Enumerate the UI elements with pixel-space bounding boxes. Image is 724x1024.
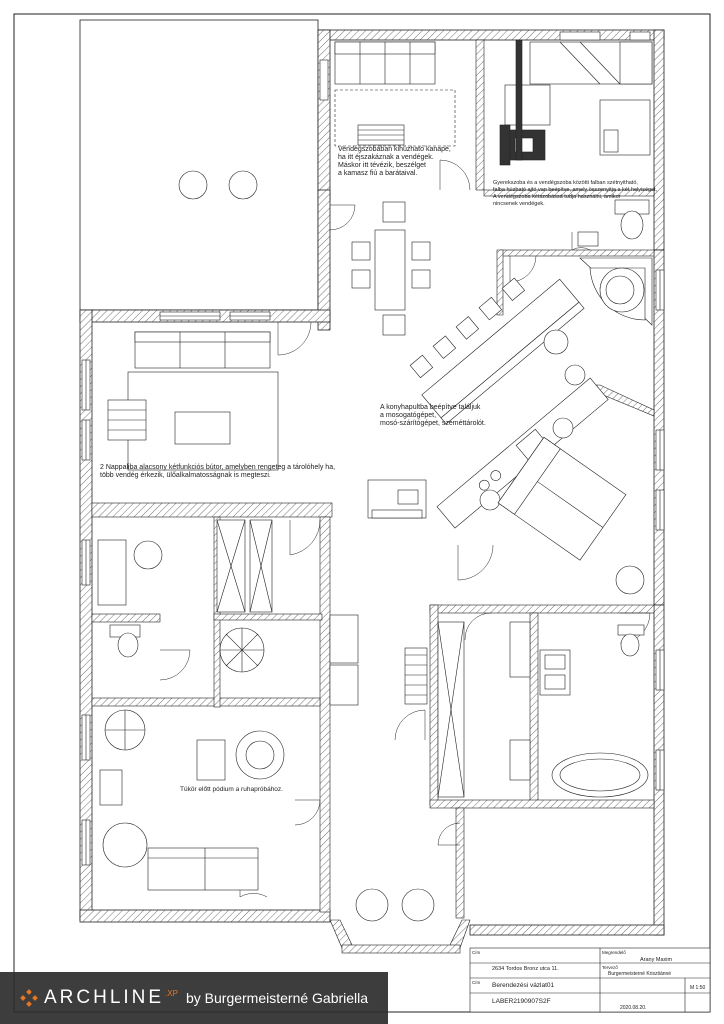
note-living: 2 Nappaliba alacsony kétfunkciós bútor, … (100, 464, 336, 479)
client-name: Arany Maxim (640, 957, 673, 963)
cim-label: Cím (472, 950, 481, 955)
furniture (97, 39, 653, 922)
brand-byline: by Burgermeisterné Gabriella (185, 990, 369, 1006)
designer-name: Burgermeisterné Krisztiánné (608, 971, 672, 977)
logo-suffix: .XP (165, 989, 178, 998)
drawing-name: Berendezési vázlat01 (492, 982, 555, 989)
note-kitchen: A konyhapultba beépítve találjuk a mosog… (380, 404, 486, 427)
note-guest-sofa: Vendégszobában kihúzható kanapé, ha itt … (338, 146, 451, 177)
scale-value: M 1:50 (690, 985, 706, 991)
drawing-code: LABER2190907S2F (492, 998, 551, 1005)
note-podium: Tükör előtt pódium a ruhapróbához. (180, 786, 283, 793)
archline-logo: ARCHLINE .XP (20, 987, 178, 1009)
address-value: 2634 Tordos Bronz utca 11. (492, 966, 559, 972)
megrendelo-label: Megrendelő (602, 950, 626, 955)
logo-diamond-icon (20, 989, 38, 1007)
cim2-label: Cím (472, 980, 481, 985)
logo-text: ARCHLINE (44, 987, 165, 1008)
brand-watermark-bar: ARCHLINE .XP by Burgermeisterné Gabriell… (0, 972, 388, 1024)
interior-walls (91, 39, 655, 919)
tervezo-label: Tervező (602, 965, 618, 970)
title-block (469, 947, 711, 1013)
note-sliding-wall: Gyerekszoba és a vendégszoba közötti fal… (493, 180, 658, 207)
drawing-date: 2020.08.20. (620, 1005, 647, 1011)
